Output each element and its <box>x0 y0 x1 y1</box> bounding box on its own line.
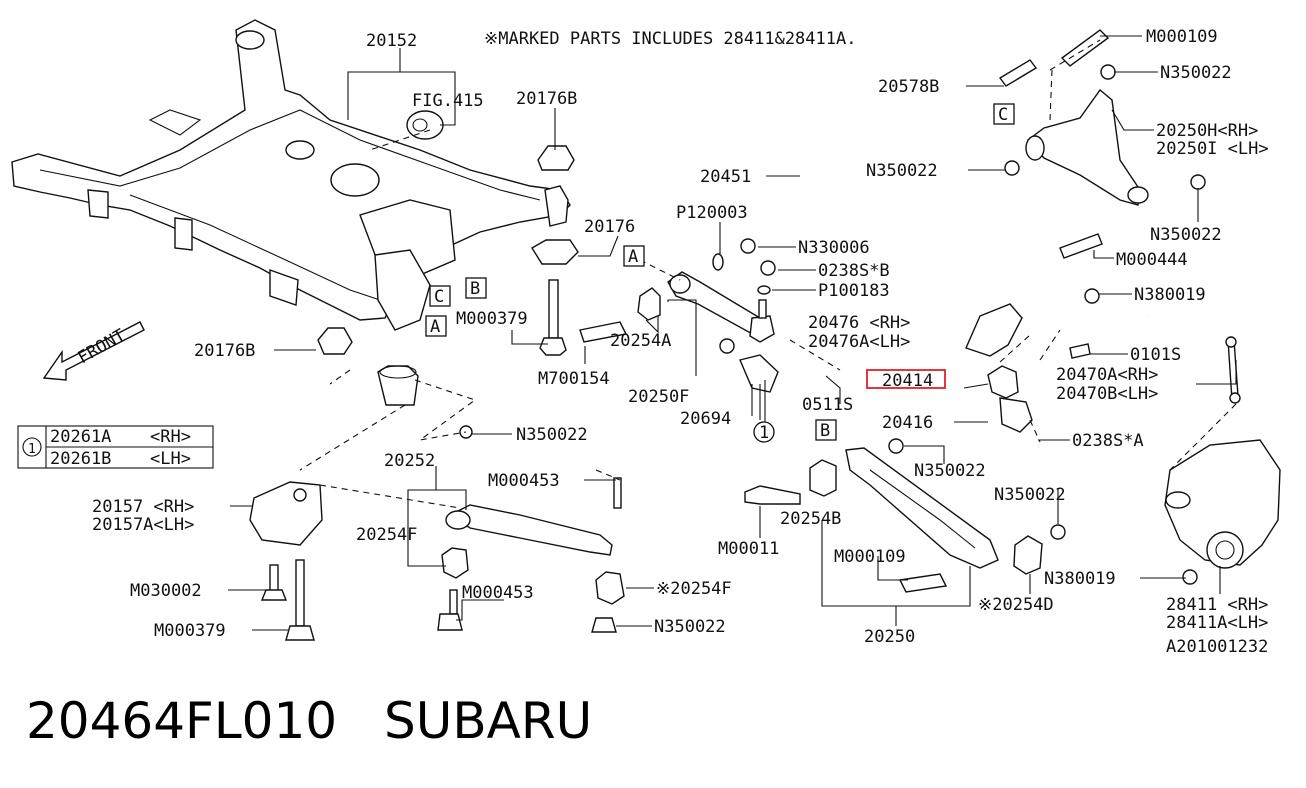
label-n350022-top: N350022 <box>1160 63 1232 83</box>
legend-box: 1 20261A <RH> 20261B <LH> <box>17 425 214 469</box>
label-p120003: P120003 <box>676 203 748 223</box>
box-letter-a-1: A <box>430 317 440 337</box>
label-20476a: 20476A<LH> <box>808 332 910 352</box>
legend-circle <box>22 437 42 457</box>
front-arrow: FRONT <box>42 321 145 381</box>
footer-brand: SUBARU <box>384 692 592 750</box>
label-n350022-left: N350022 <box>516 425 588 445</box>
label-20176: 20176 <box>584 217 635 237</box>
leader-lines <box>228 35 1237 631</box>
diagram-code: A201001232 <box>1166 637 1268 657</box>
upper-arm-drawing <box>998 29 1206 359</box>
label-20250i: 20250I <LH> <box>1156 139 1269 159</box>
label-20254f-left: 20254F <box>356 525 417 545</box>
label-n380019-top: N380019 <box>1134 285 1206 305</box>
label-20250: 20250 <box>864 627 915 647</box>
box-a2-frame <box>623 245 645 267</box>
box-letter-b-2: B <box>820 421 830 441</box>
label-20250f: 20250F <box>628 387 689 407</box>
label-20416: 20416 <box>882 413 933 433</box>
label-0238s-a: 0238S*A <box>1072 431 1144 451</box>
label-20578b: 20578B <box>878 77 939 97</box>
toe-link-drawing <box>579 238 779 393</box>
label-m000379-mid: M000379 <box>456 309 528 329</box>
mount-bushings <box>249 145 579 641</box>
box-b2-frame <box>815 419 837 441</box>
label-m000109-low: M000109 <box>834 547 906 567</box>
front-label: FRONT <box>75 325 129 368</box>
callout-circle <box>753 421 775 443</box>
label-m030002: M030002 <box>130 581 202 601</box>
label-0101s: 0101S <box>1130 345 1181 365</box>
box-letter-c-1: C <box>434 287 444 307</box>
marked-parts-note: ※MARKED PARTS INCLUDES 28411&28411A. <box>484 29 856 49</box>
label-m000444: M000444 <box>1116 250 1188 270</box>
label-20476: 20476 <RH> <box>808 313 910 333</box>
label-20254b: 20254B <box>780 509 841 529</box>
label-m000379-low: M000379 <box>154 621 226 641</box>
box-letter-c-2: C <box>998 105 1008 125</box>
dashed-relations <box>299 39 1237 509</box>
label-20157: 20157 <RH> <box>92 497 194 517</box>
front-arrow-icon <box>42 321 145 381</box>
box-c2-frame <box>993 103 1015 125</box>
label-20414: 20414 <box>882 371 933 391</box>
label-m00011: M00011 <box>718 539 779 559</box>
label-28411: 28411 <RH> <box>1166 595 1268 615</box>
stabilizer-bar-drawing <box>708 85 1241 433</box>
label-n350022-bottom: N350022 <box>654 617 726 637</box>
label-20152: 20152 <box>366 31 417 51</box>
label-20176b-left: 20176B <box>194 341 255 361</box>
callout-number: 1 <box>759 423 769 443</box>
label-20254a: 20254A <box>610 331 671 351</box>
label-20470b: 20470B<LH> <box>1056 384 1158 404</box>
label-20470a: 20470A<RH> <box>1056 365 1158 385</box>
label-n350022-right: N350022 <box>994 485 1066 505</box>
label-0238s-b: 0238S*B <box>818 261 890 281</box>
label-n350022-d: N350022 <box>1150 225 1222 245</box>
box-markers: B C A A C B 1 <box>425 103 1015 443</box>
box-a-frame <box>425 315 447 337</box>
highlight-box <box>866 369 946 389</box>
knuckle-drawing <box>1164 439 1281 585</box>
label-m700154: M700154 <box>538 369 610 389</box>
label-m000109-top: M000109 <box>1146 27 1218 47</box>
box-letter-a-2: A <box>628 247 638 267</box>
label-n380019-low: N380019 <box>1044 569 1116 589</box>
fig-reference: FIG.415 <box>412 91 484 111</box>
label-20254d: ※20254D <box>978 595 1054 615</box>
label-m000453-b: M000453 <box>462 583 534 603</box>
label-20694: 20694 <box>680 409 731 429</box>
footer-part-number: 20464FL010 <box>26 692 337 750</box>
legend-lh-part: 20261B <box>50 449 111 469</box>
legend-rh-part: 20261A <box>50 427 111 447</box>
legend-callout-number: 1 <box>28 442 36 457</box>
legend-rh-side: <RH> <box>150 427 191 447</box>
label-20451: 20451 <box>700 167 751 187</box>
subframe-drawing <box>11 19 571 331</box>
label-n350022-mid: N350022 <box>914 461 986 481</box>
box-c-frame <box>429 285 451 307</box>
label-20157a: 20157A<LH> <box>92 515 194 535</box>
label-m000453-a: M000453 <box>488 471 560 491</box>
legend-lh-side: <LH> <box>150 449 191 469</box>
part-labels: 20152 20176B 20176 20176B M000379 M70015… <box>92 27 1269 647</box>
lower-arm-drawing <box>744 438 1066 593</box>
label-p100183: P100183 <box>818 281 890 301</box>
label-20252: 20252 <box>384 451 435 471</box>
label-20250h: 20250H<RH> <box>1156 121 1258 141</box>
label-28411a: 28411A<LH> <box>1166 613 1268 633</box>
label-n330006: N330006 <box>798 238 870 258</box>
label-20176b-top: 20176B <box>516 89 577 109</box>
label-0511s: 0511S <box>802 395 853 415</box>
lateral-link-drawing <box>437 425 625 633</box>
label-20254f-right: ※20254F <box>656 579 732 599</box>
label-n350022-c: N350022 <box>866 161 938 181</box>
box-letter-b-1: B <box>470 279 480 299</box>
box-b-frame <box>465 277 487 299</box>
